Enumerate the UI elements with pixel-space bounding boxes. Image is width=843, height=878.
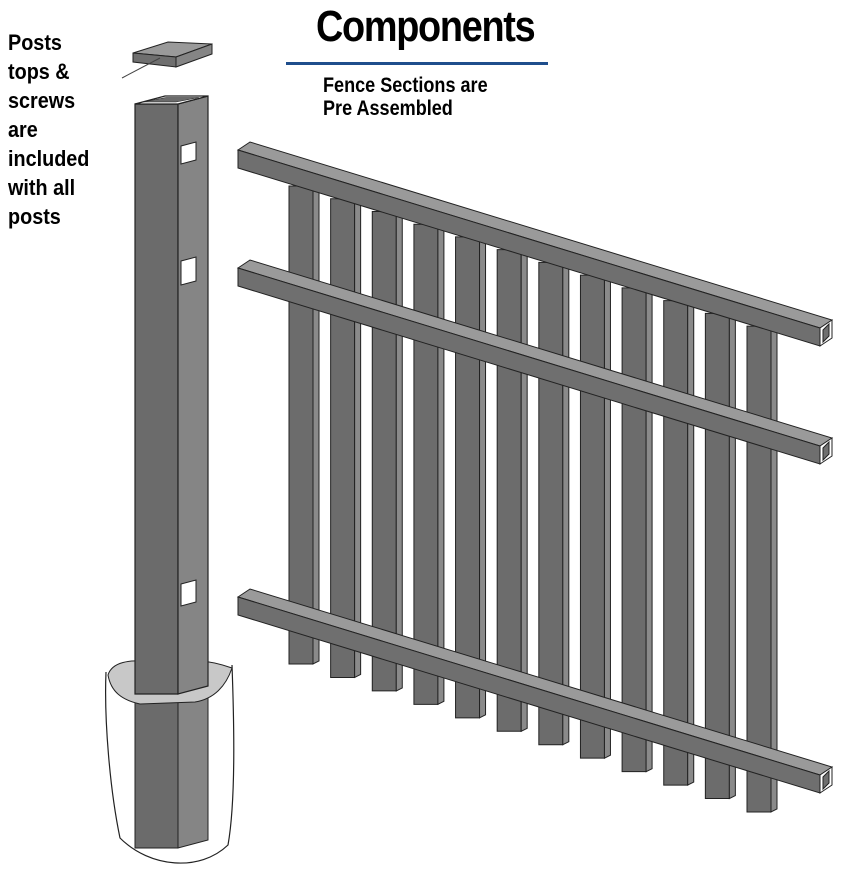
post-note-line: posts [8, 204, 61, 229]
post-assembly [105, 41, 235, 864]
picket-side [603, 271, 611, 759]
picket-front [663, 300, 689, 786]
picket-front [413, 223, 439, 705]
fence-section [236, 141, 834, 813]
post-note-leader [121, 57, 161, 79]
middle-rail-top [236, 259, 834, 447]
picket-front [288, 185, 314, 665]
picket-front [496, 249, 522, 732]
page-title: Components [316, 2, 536, 51]
picket-side [479, 233, 487, 719]
picket-side [520, 245, 528, 733]
post-note-line: Posts [8, 30, 62, 55]
post-note-line: screws [8, 88, 76, 113]
picket-front [538, 261, 564, 746]
post-top-inner [142, 97, 200, 103]
picket-side [437, 220, 445, 706]
middle-rail-end-inner [822, 440, 830, 462]
subtitle-line: Pre Assembled [323, 97, 453, 120]
post-note: Posts tops & screws are included with al… [8, 28, 89, 231]
subtitle: Fence Sections are Pre Assembled [323, 74, 488, 120]
top-rail-end-inner [822, 322, 830, 344]
picket-front [704, 312, 730, 800]
picket-front [330, 198, 356, 678]
picket-front [746, 325, 772, 813]
bottom-rail-end-inner [822, 769, 830, 791]
bottom-rail-top [236, 588, 834, 776]
picket-side [395, 207, 403, 692]
picket-side [687, 296, 695, 786]
post-note-line: tops & [8, 59, 70, 84]
picket-side [770, 322, 778, 813]
post-lower-side [177, 685, 209, 849]
rail-slot [180, 256, 197, 286]
picket-front [621, 287, 647, 773]
rail-slot [180, 141, 197, 165]
picket-side [562, 258, 570, 746]
picket-side [728, 309, 736, 800]
post-cap [132, 41, 213, 68]
post-note-line: are [8, 117, 38, 142]
post-note-line: included [8, 146, 90, 171]
picket-front [455, 236, 481, 719]
post-note-line: with all [8, 175, 76, 200]
post-front [134, 103, 179, 695]
post-lower-front [134, 693, 179, 849]
subtitle-line: Fence Sections are [323, 74, 488, 97]
picket-side [645, 284, 653, 773]
rail-slot [180, 579, 197, 607]
top-rail-front [237, 149, 821, 347]
title-underline [286, 62, 548, 65]
picket-side [354, 194, 362, 679]
picket-front [371, 210, 397, 692]
picket-side [312, 182, 320, 665]
picket-front [579, 274, 605, 759]
